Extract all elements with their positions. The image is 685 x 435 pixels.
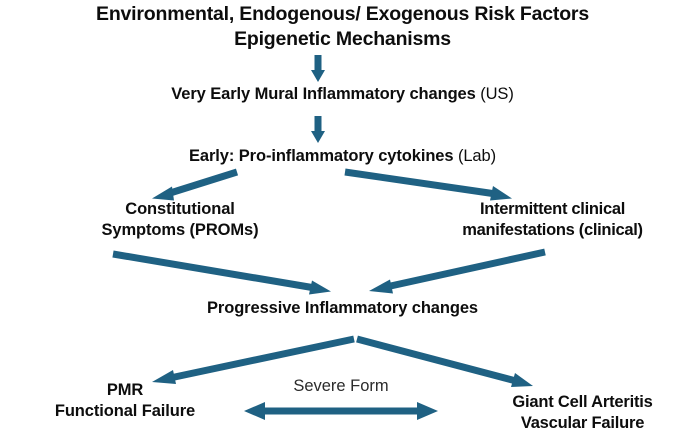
- arrow-constitutional-to-progressive: [112, 250, 331, 295]
- node-progressive-inflammatory-changes: Progressive Inflammatory changes: [0, 298, 685, 319]
- arrow-cytokines-to-intermittent: [344, 168, 512, 201]
- node-very-early-mural-modality: (US): [475, 85, 514, 103]
- node-giant-cell-arteritis-line1: Giant Cell Arteritis: [512, 393, 653, 411]
- node-very-early-mural-bold: Very Early Mural Inflammatory changes: [171, 85, 476, 103]
- node-giant-cell-arteritis: Giant Cell Arteritis Vascular Failure: [480, 392, 685, 434]
- node-early-cytokines: Early: Pro-inflammatory cytokines (Lab): [0, 146, 685, 167]
- node-intermittent-manifestations-line2: manifestations (clinical): [462, 221, 643, 240]
- node-constitutional-symptoms-line2: Symptoms (PROMs): [101, 221, 259, 240]
- node-very-early-mural: Very Early Mural Inflammatory changes (U…: [0, 84, 685, 105]
- arrow-very-early-to-cytokines: [311, 116, 325, 143]
- node-pmr-functional-failure-line2: Functional Failure: [54, 402, 196, 421]
- node-early-cytokines-modality: (Lab): [453, 147, 496, 165]
- node-constitutional-symptoms-line1: Constitutional: [125, 200, 235, 218]
- node-giant-cell-arteritis-line2: Vascular Failure: [520, 414, 645, 433]
- arrow-pmr-gca-severe-form: [244, 402, 438, 420]
- label-severe-form: Severe Form: [241, 376, 441, 397]
- node-risk-factors-line1: Environmental, Endogenous/ Exogenous Ris…: [96, 3, 589, 25]
- arrow-title-to-very-early: [311, 55, 325, 82]
- node-pmr-functional-failure: PMR Functional Failure: [20, 380, 230, 422]
- node-intermittent-manifestations-line1: Intermittent clinical: [480, 200, 625, 218]
- node-pmr-functional-failure-line1: PMR: [106, 381, 144, 399]
- label-severe-form-text: Severe Form: [293, 377, 389, 395]
- arrow-intermittent-to-progressive: [369, 248, 546, 294]
- node-early-cytokines-bold: Early: Pro-inflammatory cytokines: [189, 147, 454, 165]
- node-constitutional-symptoms: Constitutional Symptoms (PROMs): [0, 199, 360, 241]
- arrow-cytokines-to-constitutional: [152, 168, 239, 201]
- node-intermittent-manifestations: Intermittent clinical manifestations (cl…: [420, 199, 685, 241]
- node-risk-factors-line2: Epigenetic Mechanisms: [234, 27, 451, 50]
- node-risk-factors: Environmental, Endogenous/ Exogenous Ris…: [0, 2, 685, 52]
- node-progressive-inflammatory-changes-line1: Progressive Inflammatory changes: [207, 299, 478, 317]
